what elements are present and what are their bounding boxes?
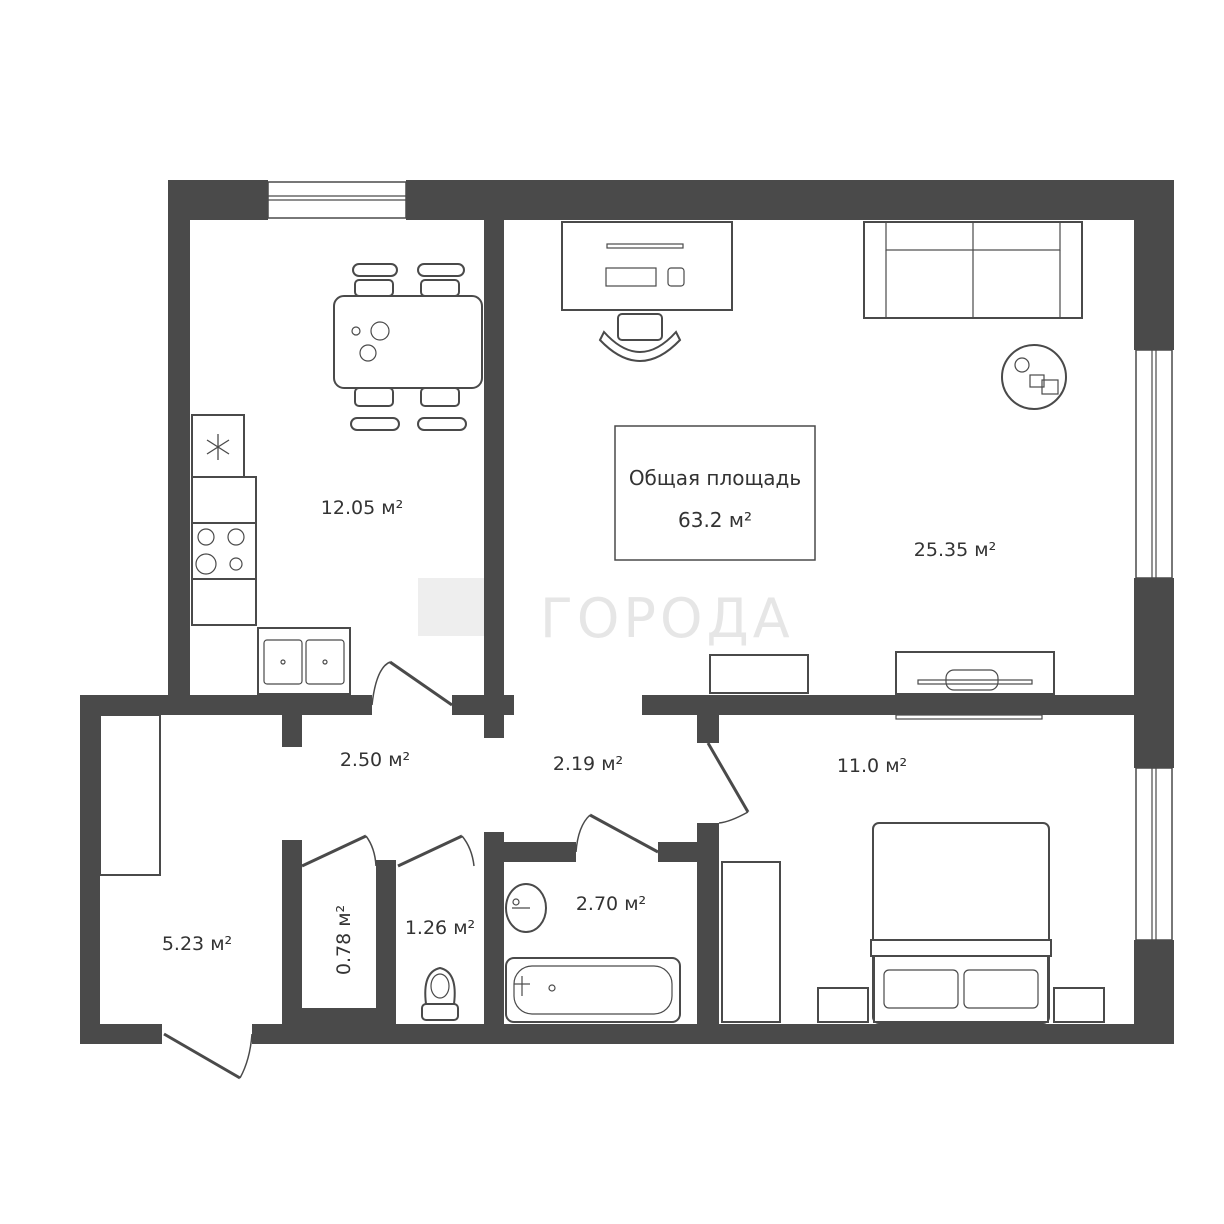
bathroom-fixtures xyxy=(505,883,681,1023)
windows xyxy=(267,181,1173,941)
sofa xyxy=(863,221,1083,319)
watermark-text: ГОРОДА xyxy=(540,587,794,650)
tv-stand xyxy=(895,651,1055,695)
window-living xyxy=(1135,349,1173,579)
coffee-table xyxy=(1001,344,1067,410)
room-area-kitchen: 12.05 м² xyxy=(321,497,403,519)
room-area-hall-left: 2.50 м² xyxy=(340,749,410,771)
counter-top xyxy=(191,476,257,524)
desk xyxy=(561,221,733,311)
bedroom-wardrobe xyxy=(721,861,781,1023)
total-area-value: 63.2 м² xyxy=(678,508,752,532)
stove xyxy=(191,522,257,580)
room-area-closet: 0.78 м² xyxy=(333,905,355,975)
radiator xyxy=(709,654,809,694)
bed xyxy=(870,822,1052,1024)
wardrobe-bedroom-side xyxy=(895,714,1043,720)
doors xyxy=(163,660,750,1080)
room-area-bathroom: 2.70 м² xyxy=(576,893,646,915)
living-furniture xyxy=(561,221,1083,720)
total-area-box: Общая площадь 63.2 м² xyxy=(614,425,816,561)
bedroom-furniture xyxy=(721,822,1105,1024)
office-chair xyxy=(598,313,682,362)
room-area-living: 25.35 м² xyxy=(914,539,996,561)
kitchen-sink xyxy=(257,627,351,695)
counter-lower xyxy=(191,578,257,626)
chair-bottom-right xyxy=(417,387,467,431)
chair-top-right xyxy=(417,263,465,297)
bathtub xyxy=(505,957,681,1023)
dining-table xyxy=(333,295,483,389)
room-area-entrance: 5.23 м² xyxy=(162,933,232,955)
nightstand-left xyxy=(817,987,869,1023)
window-bedroom xyxy=(1135,767,1173,941)
room-labels: 12.05 м² 25.35 м² 2.50 м² 2.19 м² 11.0 м… xyxy=(162,497,996,975)
total-area-caption: Общая площадь xyxy=(629,466,801,490)
watermark: ГОРОДА xyxy=(418,578,794,650)
nightstand-right xyxy=(1053,987,1105,1023)
entrance-furniture xyxy=(99,714,161,876)
room-area-hall-center: 2.19 м² xyxy=(553,753,623,775)
toilet xyxy=(421,966,459,1021)
snowflake-icon xyxy=(206,434,230,460)
chair-top-left xyxy=(352,263,398,297)
hall-wardrobe xyxy=(99,714,161,876)
chair-bottom-left xyxy=(350,387,400,431)
wash-basin xyxy=(505,883,547,933)
room-area-toilet: 1.26 м² xyxy=(405,917,475,939)
kitchen-furniture xyxy=(191,263,483,695)
room-area-bedroom: 11.0 м² xyxy=(837,755,907,777)
walls xyxy=(80,180,1174,1044)
